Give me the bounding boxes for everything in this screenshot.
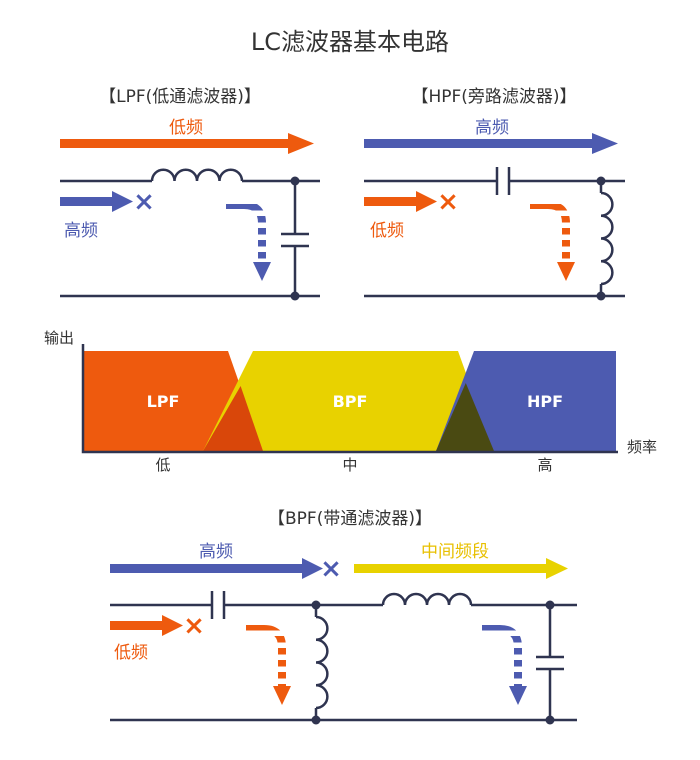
bpf-low-block-mark: × [183,611,205,641]
hpf-capacitor [495,167,511,195]
hpf-pass-label: 高频 [475,118,509,138]
hpf-circuit [364,167,625,301]
lpf-pass-label: 低频 [169,118,203,138]
bpf-blue-dashed-arrow [482,625,527,705]
bpf-heading: 【BPF(带通滤波器)】 [268,509,432,529]
hpf-inductor [600,191,614,286]
bpf-high-arrow [110,558,323,579]
lpf-block-mark: × [133,187,155,217]
lpf-block-label: 高频 [64,221,98,241]
band-bpf [203,351,494,451]
overlap-bpf-hpf [436,383,494,451]
bpf-circuit [110,591,577,725]
hpf-dashed-arrow [530,201,575,281]
hpf-block-arrow [364,191,437,212]
bpf-orange-dashed-arrow [246,625,291,705]
hpf-heading: 【HPF(旁路滤波器)】 [411,87,576,107]
hpf-block-label: 低频 [370,221,404,241]
x-axis-label: 频率 [627,438,657,456]
bpf-section: 【BPF(带通滤波器)】 高频 × 中间频段 [110,509,577,725]
bpf-shunt-inductor [315,615,329,710]
page-title: LC滤波器基本电路 [251,28,449,56]
bpf-series-inductor [381,592,473,606]
response-axes [81,344,618,454]
hpf-block-mark: × [437,187,459,217]
bpf-low-label: 低频 [114,643,148,663]
bpf-shunt-capacitor [536,655,564,671]
y-axis-label: 输出 [44,329,74,347]
hpf-section: 【HPF(旁路滤波器)】 高频 × 低频 [364,87,625,301]
frequency-response: LPF BPF HPF 输出 频率 低 中 高 [44,329,657,474]
bpf-low-arrow [110,615,183,636]
lpf-inductor [150,168,244,182]
lpf-block-arrow [60,191,133,212]
band-hpf-label: HPF [527,392,563,411]
lpf-capacitor [281,232,309,248]
x-tick-low: 低 [155,456,170,474]
lpf-heading: 【LPF(低通滤波器)】 [99,87,261,107]
bpf-high-label: 高频 [199,542,233,562]
overlap-lpf-bpf [203,386,263,451]
lpf-section: 【LPF(低通滤波器)】 低频 × 高频 [60,87,320,301]
bpf-capacitor [210,591,226,619]
lpf-circuit [60,168,320,301]
hpf-pass-arrow [364,133,618,154]
bpf-pass-arrow [354,558,568,579]
bpf-pass-label: 中间频段 [421,542,489,562]
x-tick-mid: 中 [342,456,357,474]
band-bpf-label: BPF [333,392,368,411]
x-tick-high: 高 [537,456,552,474]
band-lpf-label: LPF [147,392,180,411]
lpf-pass-arrow [60,133,314,154]
lpf-dashed-arrow [226,201,271,281]
bpf-high-block-mark: × [320,554,342,584]
